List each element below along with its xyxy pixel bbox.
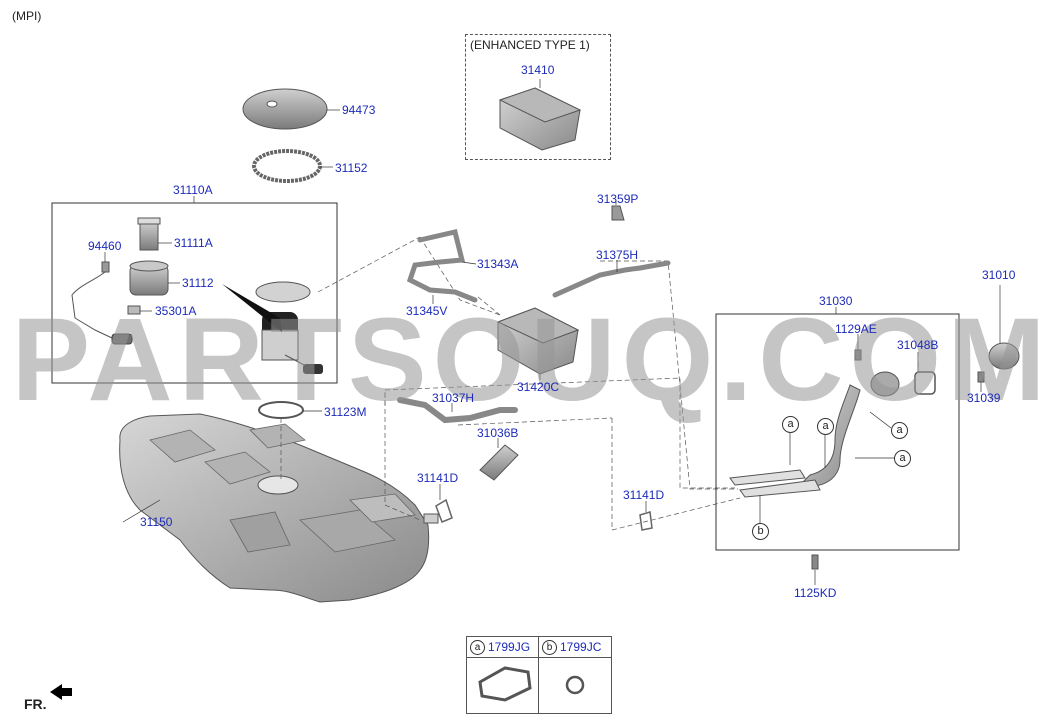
fuel-sender-35301A[interactable] xyxy=(127,305,141,315)
hose-31036B[interactable] xyxy=(479,444,519,481)
part-label-94473[interactable]: 94473 xyxy=(342,103,376,117)
part-label-1129AE[interactable]: 1129AE xyxy=(835,322,877,336)
leader-lines xyxy=(317,236,741,531)
callout-a-2: a xyxy=(817,418,834,435)
front-direction-label: FR. xyxy=(24,696,47,712)
part-label-31112[interactable]: 31112 xyxy=(182,276,214,290)
part-label-31030[interactable]: 31030 xyxy=(819,294,853,308)
callout-a-3: a xyxy=(891,422,908,439)
part-label-31345V[interactable]: 31345V xyxy=(406,304,448,318)
part-label-31039[interactable]: 31039 xyxy=(967,391,1001,405)
fuel-cap-31010[interactable] xyxy=(988,285,1020,370)
gasket-31048B[interactable] xyxy=(914,371,936,395)
part-label-31152[interactable]: 31152 xyxy=(335,161,368,175)
enhanced-type-label: (ENHANCED TYPE 1) xyxy=(470,38,590,52)
part-label-31010[interactable]: 31010 xyxy=(982,268,1016,282)
part-label-31359P[interactable]: 31359P xyxy=(597,192,639,206)
part-label-31343A[interactable]: 31343A xyxy=(477,257,519,271)
fuel-filter-31111A[interactable] xyxy=(137,217,161,251)
hose-31343A[interactable] xyxy=(406,229,478,303)
callout-b-1: b xyxy=(752,523,769,540)
part-label-31141D-left[interactable]: 31141D xyxy=(417,471,459,485)
callout-leaders xyxy=(759,411,895,523)
legend-letter-a: a xyxy=(470,640,485,656)
canister-31420C[interactable] xyxy=(496,307,580,375)
part-label-31123M[interactable]: 31123M xyxy=(324,405,367,419)
enhanced-type-box xyxy=(465,34,611,160)
legend-part-1799JG: 1799JG xyxy=(488,640,531,654)
bolt-1125KD[interactable] xyxy=(811,554,819,570)
filler-neck-box xyxy=(715,313,960,551)
clip-icon-1799JC xyxy=(565,675,585,695)
part-label-1125KD[interactable]: 1125KD xyxy=(794,586,837,600)
variant-label: (MPI) xyxy=(12,9,42,23)
lock-ring-31152[interactable] xyxy=(252,149,322,183)
legend-letter-b: b xyxy=(542,640,557,656)
part-label-31420C[interactable]: 31420C xyxy=(517,380,560,394)
part-label-31375H[interactable]: 31375H xyxy=(596,248,639,262)
plate-94473[interactable] xyxy=(242,88,328,130)
clamp-31141D-left[interactable] xyxy=(435,498,453,523)
float-arm-94460[interactable] xyxy=(71,261,133,345)
part-label-35301A[interactable]: 35301A xyxy=(155,304,197,318)
clip-icon-1799JG xyxy=(478,666,532,702)
part-label-31036B[interactable]: 31036B xyxy=(477,426,519,440)
bracket-31359P[interactable] xyxy=(611,205,625,221)
clamp-31141D-right[interactable] xyxy=(639,511,653,531)
part-label-31410[interactable]: 31410 xyxy=(521,63,555,77)
fuel-tank-31150[interactable] xyxy=(119,413,439,603)
hose-31037H[interactable] xyxy=(397,397,518,424)
watermark: PARTSOUQ.COM xyxy=(11,294,1052,426)
pump-reservoir-31112[interactable] xyxy=(129,260,169,296)
legend-divider xyxy=(538,657,539,713)
hose-31375H[interactable] xyxy=(552,260,671,298)
part-label-31048B[interactable]: 31048B xyxy=(897,338,939,352)
part-label-31110A[interactable]: 31110A xyxy=(173,183,213,197)
front-direction-arrow-icon xyxy=(50,684,72,700)
part-label-31111A[interactable]: 31111A xyxy=(174,236,213,250)
pump-assembly-31110A[interactable] xyxy=(222,281,323,374)
part-label-31141D-right[interactable]: 31141D xyxy=(623,488,665,502)
part-label-31037H[interactable]: 31037H xyxy=(432,391,475,405)
part-label-94460[interactable]: 94460 xyxy=(88,239,122,253)
callout-a-4: a xyxy=(894,450,911,467)
filler-neck-31030[interactable] xyxy=(729,371,900,498)
callout-a-1: a xyxy=(782,416,799,433)
part-label-31150[interactable]: 31150 xyxy=(140,515,173,529)
fuel-pump-assembly-box xyxy=(51,202,338,384)
canister-31410[interactable] xyxy=(498,87,582,151)
legend-part-1799JC: 1799JC xyxy=(560,640,602,654)
